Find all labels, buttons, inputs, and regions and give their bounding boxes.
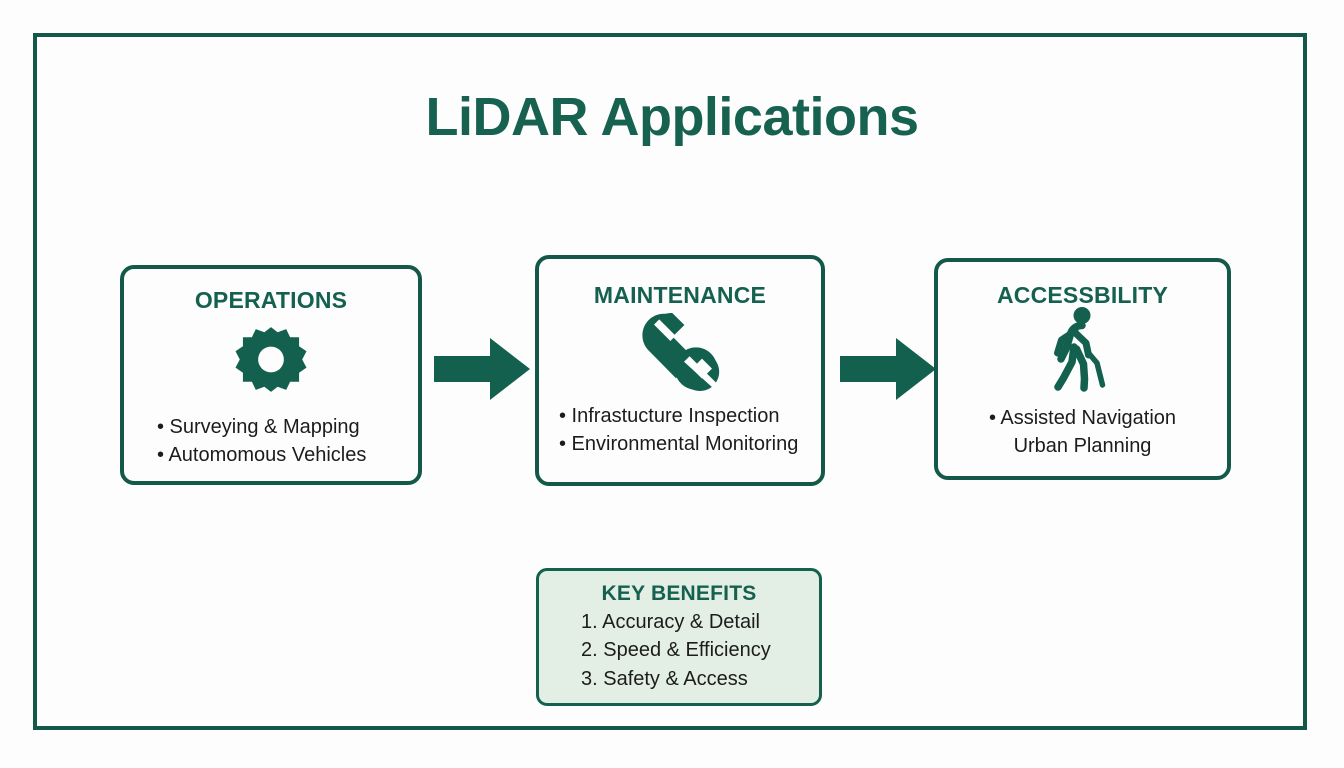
key-benefits-box[interactable]: KEY BENEFITS 1. Accuracy & Detail 2. Spe… [536, 568, 822, 706]
card-operations-line-2: • Automomous Vehicles [157, 444, 367, 467]
wrench-icon [539, 312, 821, 394]
card-maintenance-body: • Infrastucture Inspection • Environment… [539, 402, 821, 459]
card-accessibility-line-1: • Assisted Navigation [988, 407, 1177, 429]
arrow-operations-to-maintenance [434, 338, 530, 400]
card-operations-line-1: • Surveying & Mapping [157, 416, 360, 438]
card-operations[interactable]: OPERATIONS • Surveying & Mapping • Autom… [120, 265, 422, 485]
key-benefits-item-1: 1. Accuracy & Detail [581, 611, 760, 633]
walking-person-with-cane-icon [938, 307, 1227, 393]
key-benefits-item-3: 3. Safety & Access [581, 667, 748, 690]
card-accessibility-body: • Assisted Navigation Urban Planning [938, 404, 1227, 461]
card-operations-title: OPERATIONS [194, 287, 348, 313]
arrow-maintenance-to-accessibility [840, 338, 936, 400]
card-accessibility-title: ACCESSBILITY [996, 282, 1169, 308]
page-title: LiDAR Applications [425, 87, 919, 147]
card-maintenance-line-2: • Environmental Monitoring [559, 433, 799, 456]
key-benefits-list: 1. Accuracy & Detail 2. Speed & Efficien… [539, 608, 819, 693]
card-operations-body: • Surveying & Mapping • Automomous Vehic… [124, 413, 418, 470]
card-accessibility-line-2: Urban Planning [1013, 435, 1152, 458]
card-maintenance[interactable]: MAINTENANCE • Infrastucture Inspection •… [535, 255, 825, 486]
gear-icon [124, 324, 418, 402]
card-maintenance-line-1: • Infrastucture Inspection [559, 405, 780, 427]
key-benefits-item-2: 2. Speed & Efficiency [581, 639, 771, 662]
key-benefits-title: KEY BENEFITS [601, 582, 757, 605]
card-maintenance-title: MAINTENANCE [593, 282, 767, 308]
card-accessibility[interactable]: ACCESSBILITY • Assisted Navigation Urban… [934, 258, 1231, 480]
